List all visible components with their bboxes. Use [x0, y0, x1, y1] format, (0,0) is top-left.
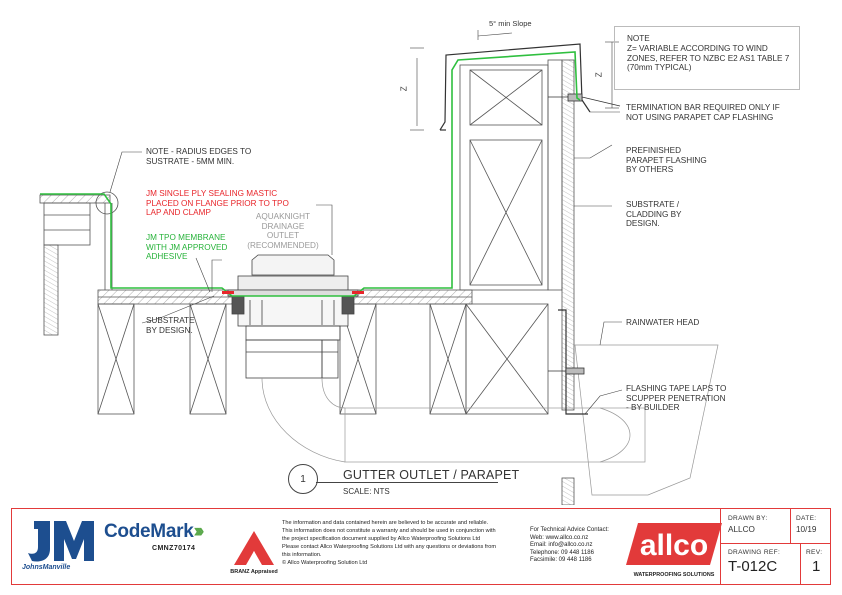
- parapet-cap-flashing: [439, 43, 591, 131]
- johns-manville-logo: [28, 521, 94, 562]
- left-roof-edge: [39, 191, 119, 336]
- tpo-membrane-note: JM TPO MEMBRANE WITH JM APPROVED ADHESIV…: [146, 233, 228, 262]
- z-label-left: Z: [399, 86, 409, 92]
- title-block: JohnsManville CodeMark››› CMNZ70174 BRAN…: [11, 508, 831, 585]
- rainwater-head: [574, 344, 719, 496]
- branz-text: BRANZ Appraised: [230, 569, 277, 575]
- rev-label: REV:: [806, 549, 823, 556]
- drainage-outlet: [227, 254, 359, 379]
- substrate-cladding-note: SUBSTRATE / CLADDING BY DESIGN.: [626, 200, 682, 229]
- drawing-ref-value: T-012C: [728, 558, 778, 575]
- allco-text: allco: [640, 529, 708, 562]
- date-label: DATE:: [796, 515, 817, 522]
- detail-scale: SCALE: NTS: [343, 487, 390, 496]
- codemark-number: CMNZ70174: [152, 545, 196, 552]
- outlet-pipe: [261, 377, 646, 463]
- roof-joists: [97, 303, 467, 415]
- drawn-by-label: DRAWN BY:: [728, 515, 768, 522]
- sealing-mastic-note: JM SINGLE PLY SEALING MASTIC PLACED ON F…: [146, 189, 289, 218]
- termination-bar-note: TERMINATION BAR REQUIRED ONLY IF NOT USI…: [626, 103, 780, 122]
- drawing-ref-label: DRAWING REF:: [728, 549, 781, 556]
- branz-logo: BRANZ Appraised: [230, 531, 278, 575]
- tb-divider-1: [720, 509, 721, 584]
- codemark-chevron-icon: ›››: [193, 521, 204, 542]
- note-heading: NOTE: [627, 34, 650, 43]
- radius-edges-note: NOTE - RADIUS EDGES TO SUSTRATE - 5MM MI…: [146, 147, 252, 166]
- radius-edge-callout: [95, 191, 119, 215]
- johns-manville-text: JohnsManville: [22, 564, 71, 571]
- tb-divider-3: [800, 543, 801, 584]
- prefinished-flashing-note: PREFINISHED PARAPET FLASHING BY OTHERS: [626, 146, 707, 175]
- leader-lines: [109, 111, 623, 415]
- codemark-text: CodeMark: [104, 521, 194, 542]
- note-box: [614, 26, 800, 90]
- detail-drawing: [39, 30, 719, 505]
- scupper-tape: [558, 309, 588, 415]
- rev-value: 1: [812, 558, 821, 575]
- drainage-outlet-note: AQUAKNIGHT DRAINAGE OUTLET (RECOMMENDED): [247, 212, 319, 250]
- termination-bar-screw: [548, 93, 621, 107]
- flashing-tape-note: FLASHING TAPE LAPS TO SCUPPER PENETRATIO…: [626, 384, 727, 413]
- title-underline: [316, 482, 498, 483]
- tb-hdivider: [720, 543, 830, 544]
- slope-label: 5° min Slope: [489, 19, 532, 28]
- disclaimer-text: The information and data contained herei…: [282, 520, 497, 566]
- detail-number: 1: [288, 464, 318, 494]
- parapet-framing: [459, 64, 549, 415]
- contact-text: For Technical Advice Contact: Web: www.a…: [530, 527, 609, 564]
- tb-divider-2: [790, 509, 791, 543]
- codemark-logo: CodeMark›››: [104, 521, 204, 543]
- wall-screw: [548, 367, 585, 375]
- date-value: 10/19: [796, 525, 817, 534]
- rainwater-head-note: RAINWATER HEAD: [626, 318, 700, 327]
- z-dimensions: [410, 30, 619, 131]
- z-label-right: Z: [594, 72, 604, 78]
- note-text: Z= VARIABLE ACCORDING TO WIND ZONES, REF…: [627, 44, 790, 73]
- allco-subtitle: WATERPROOFING SOLUTIONS: [633, 572, 715, 578]
- substrate-left-note: SUBSTRATE BY DESIGN.: [146, 316, 195, 335]
- drawn-by-value: ALLCO: [728, 525, 755, 534]
- cladding: [547, 59, 575, 505]
- detail-title: GUTTER OUTLET / PARAPET: [343, 468, 520, 482]
- sealing-mastic: [222, 291, 364, 294]
- allco-logo: allco: [626, 523, 722, 565]
